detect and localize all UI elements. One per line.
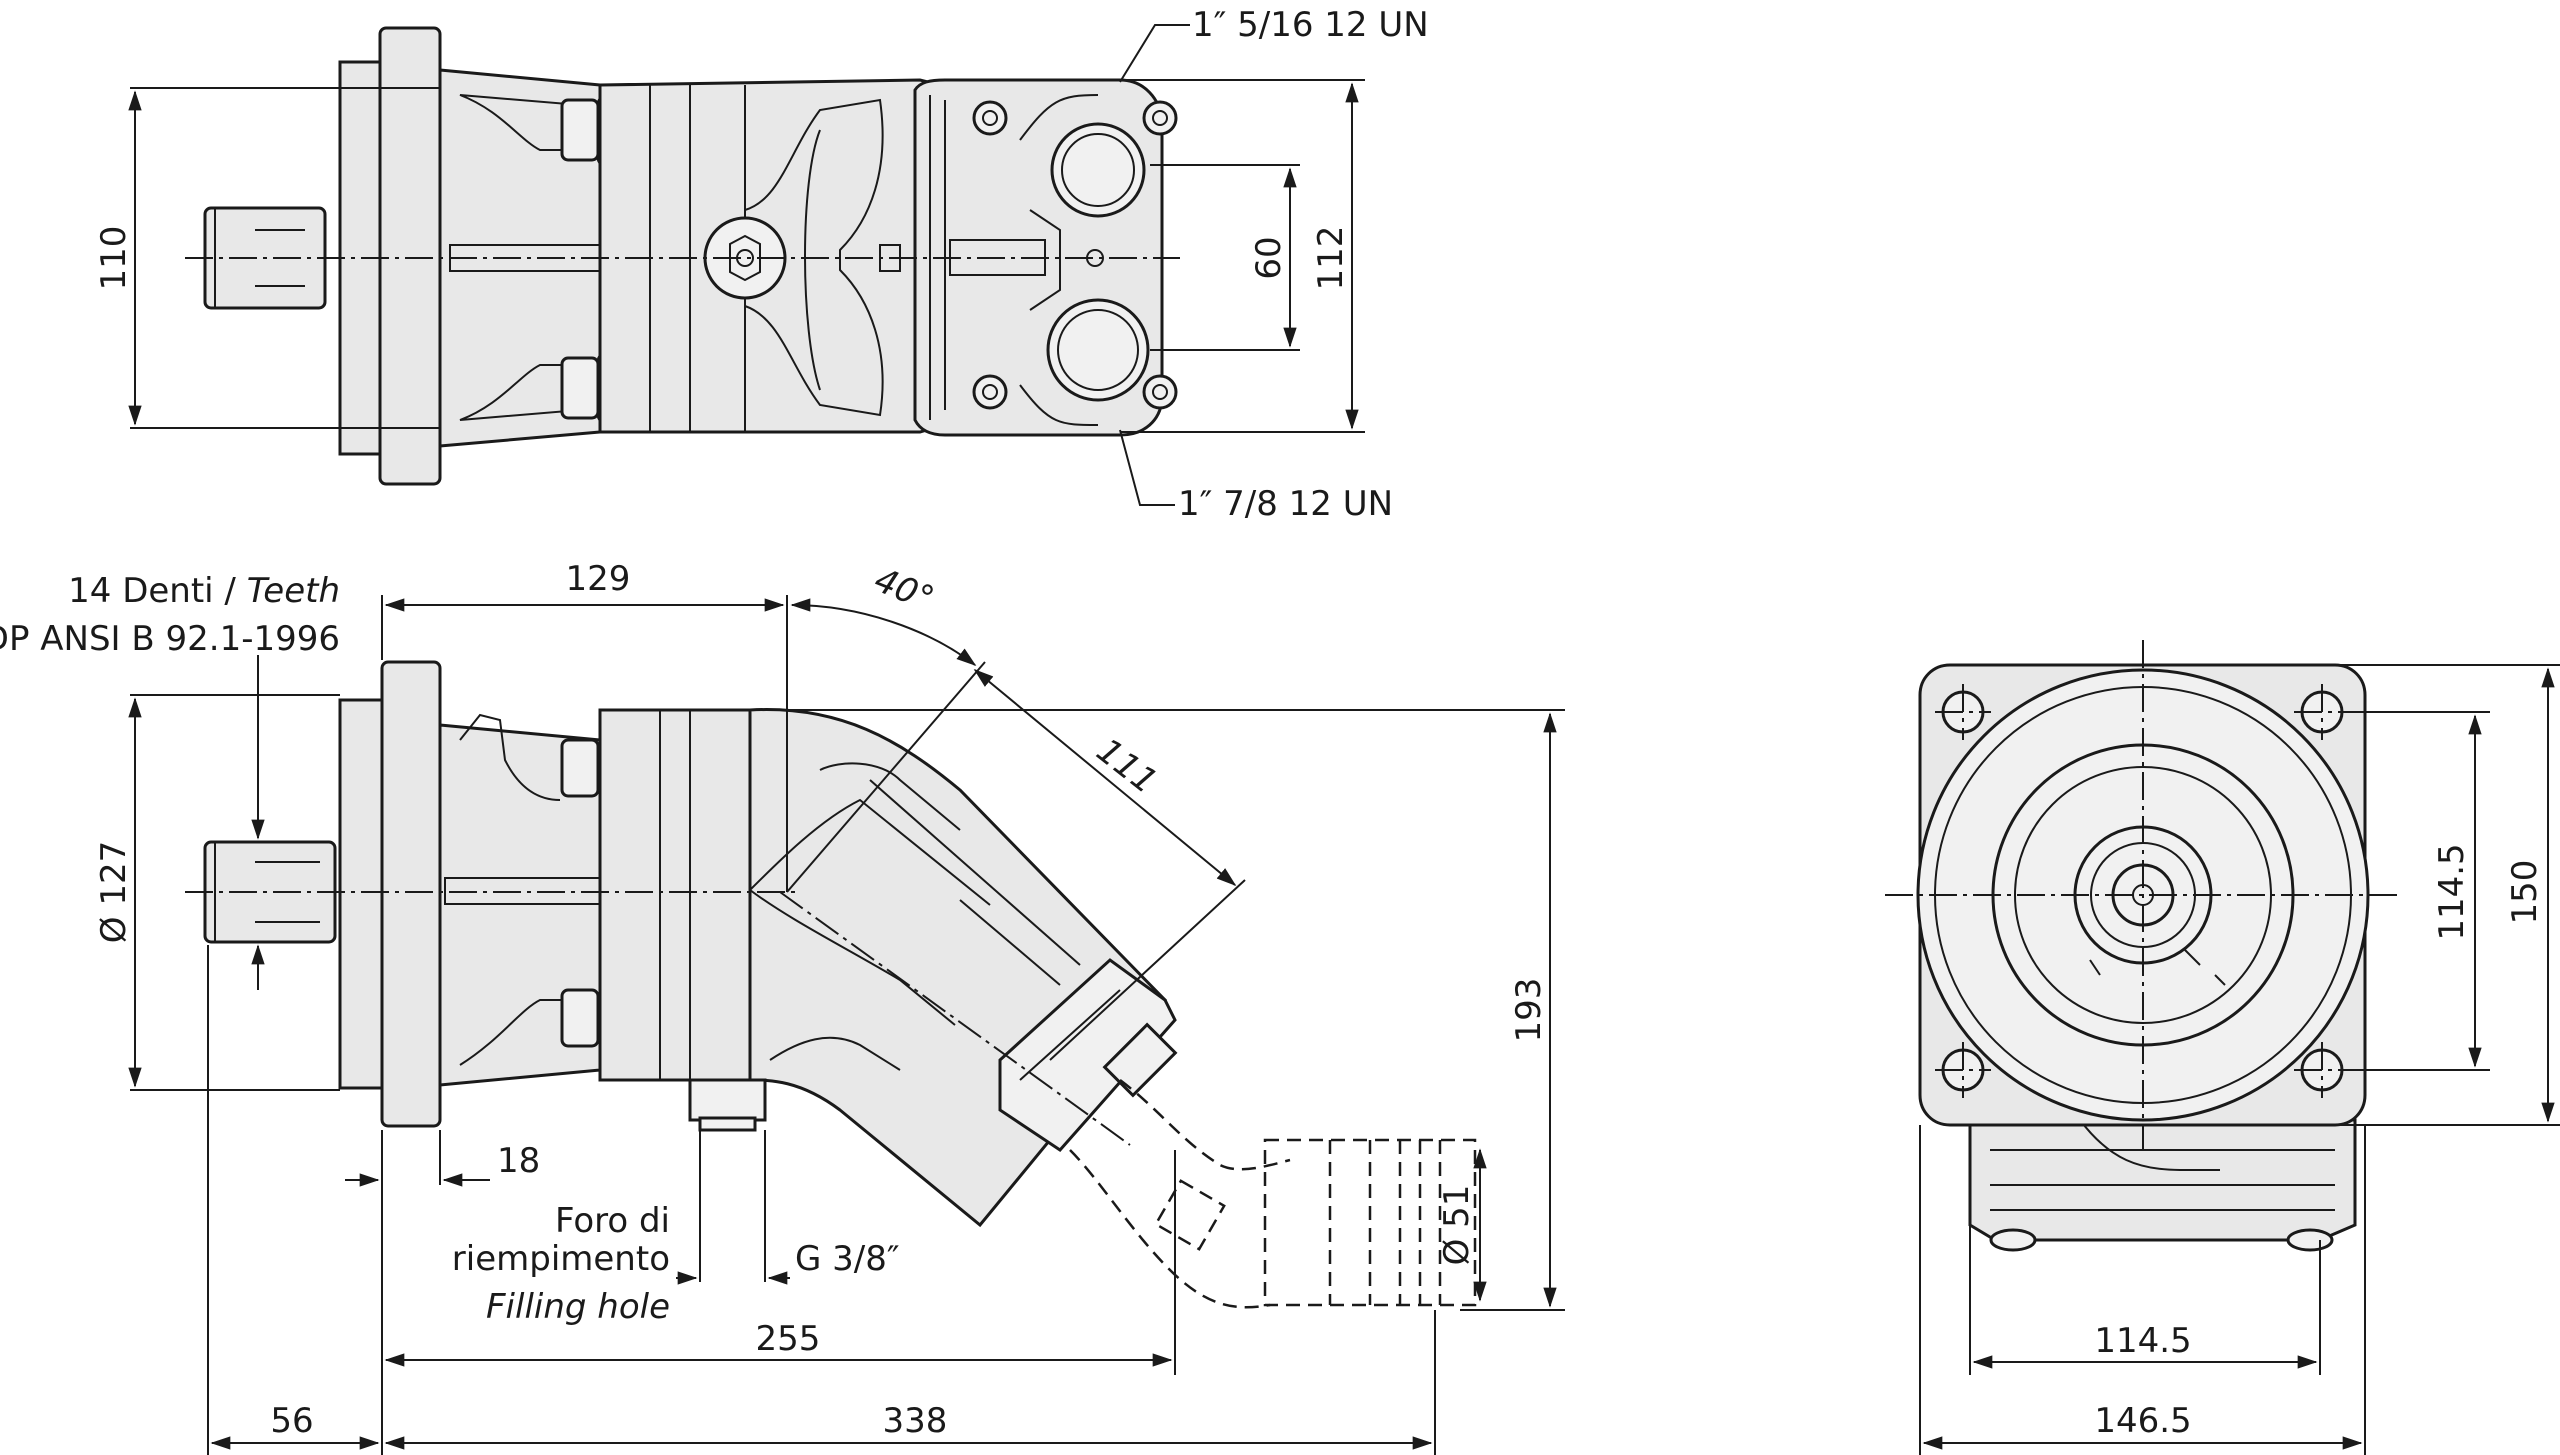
teeth-label: 14 Denti / Teeth xyxy=(68,571,340,611)
thread-top-label: 1″ 5/16 12 UN xyxy=(1192,5,1429,45)
dim-129: 129 xyxy=(566,559,631,599)
dim-114-5-horizontal: 114.5 xyxy=(2094,1321,2191,1361)
dim-150: 150 xyxy=(2505,860,2545,925)
dim-255: 255 xyxy=(756,1319,821,1359)
dim-110: 110 xyxy=(94,226,134,291)
dim-114-5-vertical: 114.5 xyxy=(2432,843,2472,940)
dim-56: 56 xyxy=(270,1401,313,1441)
angle-40: 40° xyxy=(869,560,940,620)
dim-60: 60 xyxy=(1249,236,1289,279)
dim-111: 111 xyxy=(1089,731,1165,802)
filling-hole-it-2: riempimento xyxy=(452,1239,670,1279)
front-view: 114.5 150 114.5 146.5 xyxy=(1885,640,2560,1455)
side-view: 14 Denti / Teeth DP ANSI B 92.1-1996 129… xyxy=(0,559,1565,1455)
dim-146-5: 146.5 xyxy=(2094,1401,2191,1441)
spline-standard-label: DP ANSI B 92.1-1996 xyxy=(0,619,340,659)
dim-18: 18 xyxy=(497,1141,540,1181)
dim-127: Ø 127 xyxy=(94,841,134,943)
port-thread-label: G 3/8″ xyxy=(795,1239,900,1279)
dim-51: Ø 51 xyxy=(1437,1185,1477,1266)
thread-bottom-label: 1″ 7/8 12 UN xyxy=(1178,484,1393,524)
filling-hole-it-1: Foro di xyxy=(555,1201,670,1241)
top-view: 110 60 112 1″ 5/16 12 UN 1″ 7/8 12 UN xyxy=(94,5,1429,524)
dim-338: 338 xyxy=(883,1401,948,1441)
dim-193: 193 xyxy=(1509,978,1549,1043)
dim-112: 112 xyxy=(1311,226,1351,291)
filling-hole-en: Filling hole xyxy=(486,1287,670,1327)
